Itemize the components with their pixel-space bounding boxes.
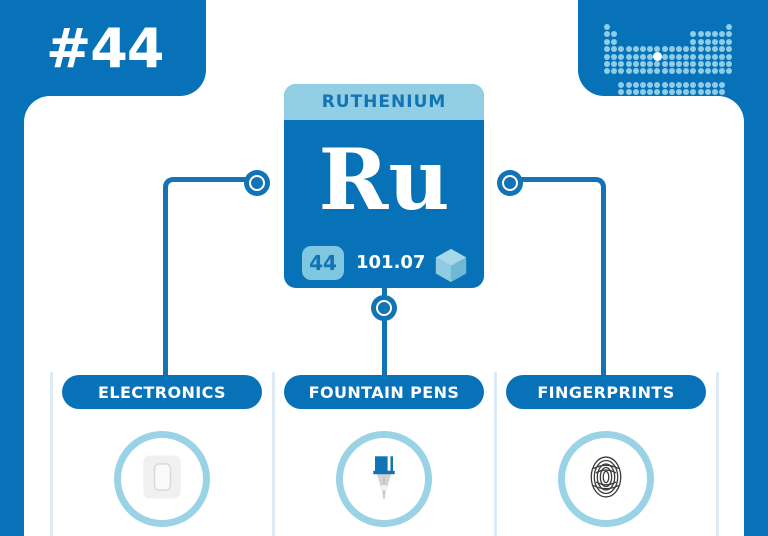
category-icon-circle-fountain-pens[interactable] [336, 431, 432, 527]
category-pill-electronics[interactable]: ELECTRONICS [62, 375, 262, 409]
fingerprint-icon [580, 451, 632, 508]
connector-line-fingerprints [506, 177, 606, 377]
category-label-fountain-pens: FOUNTAIN PENS [308, 382, 460, 402]
column-divider-4 [716, 372, 719, 536]
element-card[interactable]: RUTHENIUM Ru 44 101.07 [284, 84, 484, 288]
connector-node-right-icon [497, 170, 523, 196]
connector-line-electronics [163, 177, 263, 377]
element-name: RUTHENIUM [321, 92, 447, 112]
page-title-atomic-number: #44 [46, 17, 164, 80]
atomic-number-badge: 44 [302, 246, 344, 280]
category-icon-circle-fingerprints[interactable] [558, 431, 654, 527]
connector-line-fountain-pens [382, 288, 387, 378]
connector-node-left-icon [244, 170, 270, 196]
element-card-footer: 44 101.07 [284, 244, 484, 288]
atomic-mass-value: 101.07 [356, 252, 426, 273]
category-label-electronics: ELECTRONICS [98, 382, 226, 402]
fountain-pen-nib-icon [357, 450, 411, 509]
column-divider-2 [272, 372, 275, 536]
category-pill-fingerprints[interactable]: FINGERPRINTS [506, 375, 706, 409]
periodic-table-highlight-dot [652, 52, 662, 62]
element-card-header: RUTHENIUM [284, 84, 484, 120]
connector-node-bottom-icon [371, 295, 397, 321]
category-label-fingerprints: FINGERPRINTS [537, 382, 675, 402]
category-pill-fountain-pens[interactable]: FOUNTAIN PENS [284, 375, 484, 409]
cube-icon [432, 246, 470, 284]
column-divider-1 [50, 372, 53, 536]
light-switch-icon [134, 449, 190, 510]
header-band-left [0, 0, 206, 96]
element-symbol: Ru [318, 130, 450, 229]
periodic-table-minimap-icon [604, 24, 733, 96]
column-divider-3 [494, 372, 497, 536]
category-icon-circle-electronics[interactable] [114, 431, 210, 527]
